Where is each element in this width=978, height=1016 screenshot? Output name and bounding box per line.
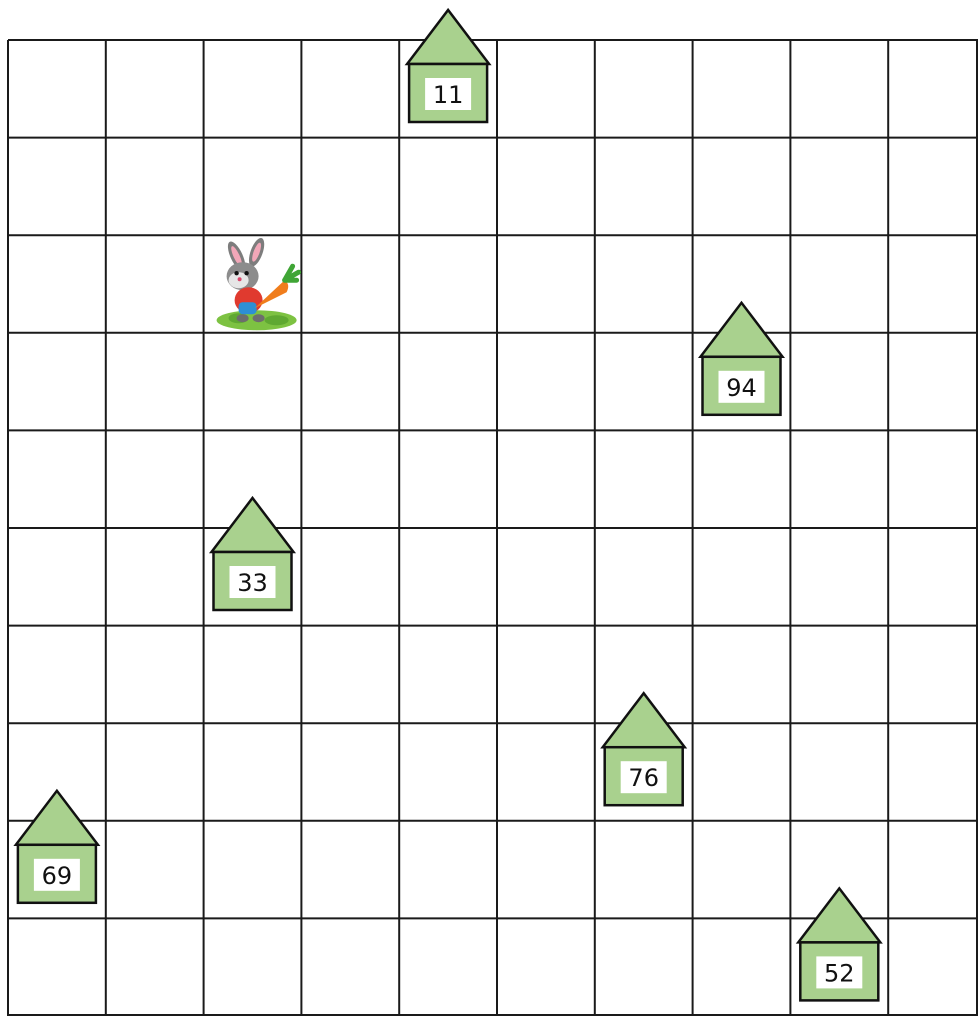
grid-cell[interactable] xyxy=(888,918,978,1016)
grid-cell[interactable] xyxy=(8,40,106,138)
grid-cell[interactable] xyxy=(497,821,595,919)
grid-cell[interactable] xyxy=(595,235,693,333)
grid-cell[interactable] xyxy=(595,918,693,1016)
grid-cell[interactable] xyxy=(693,528,791,626)
grid-cell[interactable] xyxy=(497,333,595,431)
grid-cell[interactable] xyxy=(399,918,497,1016)
grid-cell[interactable] xyxy=(399,723,497,821)
grid-cell[interactable] xyxy=(693,918,791,1016)
grid-cell[interactable] xyxy=(301,430,399,528)
grid-cell[interactable] xyxy=(399,528,497,626)
grid-cell[interactable] xyxy=(595,333,693,431)
grid-cell[interactable] xyxy=(106,918,204,1016)
house-number: 94 xyxy=(726,374,757,402)
house-number: 11 xyxy=(433,81,464,109)
grid-cell[interactable] xyxy=(399,138,497,236)
grid-cell[interactable] xyxy=(301,723,399,821)
grid-cell[interactable] xyxy=(301,821,399,919)
house-number: 52 xyxy=(824,959,855,987)
grid-cell[interactable] xyxy=(497,430,595,528)
grid-cell[interactable] xyxy=(888,138,978,236)
grid-cell[interactable] xyxy=(497,918,595,1016)
grid-cell[interactable] xyxy=(8,138,106,236)
grid-cell[interactable] xyxy=(8,528,106,626)
grid-cell[interactable] xyxy=(204,723,302,821)
grid-cell[interactable] xyxy=(301,138,399,236)
grid-cell[interactable] xyxy=(888,626,978,724)
grid-cell[interactable] xyxy=(888,333,978,431)
house-number: 76 xyxy=(628,764,659,792)
grid-cell[interactable] xyxy=(8,626,106,724)
grid-cell[interactable] xyxy=(888,235,978,333)
grid-cell[interactable] xyxy=(790,528,888,626)
house-number: 33 xyxy=(237,569,268,597)
grid-cell[interactable] xyxy=(497,235,595,333)
grid-cell[interactable] xyxy=(693,723,791,821)
grid-cell[interactable] xyxy=(693,138,791,236)
grid-cell[interactable] xyxy=(790,430,888,528)
grid-cell[interactable] xyxy=(693,626,791,724)
grid-cell[interactable] xyxy=(595,430,693,528)
grid-cell[interactable] xyxy=(497,528,595,626)
grid-cell[interactable] xyxy=(497,626,595,724)
grid-cell[interactable] xyxy=(790,333,888,431)
grid-cell[interactable] xyxy=(204,821,302,919)
grid-cell[interactable] xyxy=(888,723,978,821)
grid-cell[interactable] xyxy=(301,528,399,626)
grid-cell[interactable] xyxy=(301,235,399,333)
grid-cell[interactable] xyxy=(693,40,791,138)
grid-cell[interactable] xyxy=(106,235,204,333)
grid-cell[interactable] xyxy=(888,821,978,919)
grid-cell[interactable] xyxy=(399,235,497,333)
grid-cell[interactable] xyxy=(8,430,106,528)
grid-cell[interactable] xyxy=(204,626,302,724)
grid-cell[interactable] xyxy=(204,40,302,138)
grid-cell[interactable] xyxy=(106,333,204,431)
grid-cell[interactable] xyxy=(790,40,888,138)
grid-cell[interactable] xyxy=(595,528,693,626)
grid-cell[interactable] xyxy=(204,138,302,236)
grid-cell[interactable] xyxy=(399,821,497,919)
grid-cell[interactable] xyxy=(790,723,888,821)
grid-cell[interactable] xyxy=(595,821,693,919)
grid-cell[interactable] xyxy=(106,430,204,528)
house[interactable]: 11 xyxy=(407,10,489,122)
grid-cell[interactable] xyxy=(693,821,791,919)
grid-cell[interactable] xyxy=(301,626,399,724)
grid-cell[interactable] xyxy=(106,821,204,919)
grid-cell[interactable] xyxy=(399,430,497,528)
grid-cell[interactable] xyxy=(790,235,888,333)
grid-cell[interactable] xyxy=(301,40,399,138)
grid-cell[interactable] xyxy=(399,333,497,431)
grid-cell[interactable] xyxy=(204,333,302,431)
grid-cell[interactable] xyxy=(888,528,978,626)
grid-cell[interactable] xyxy=(8,235,106,333)
grid-cell[interactable] xyxy=(8,918,106,1016)
grid-cell[interactable] xyxy=(301,918,399,1016)
grid-cell[interactable] xyxy=(497,138,595,236)
grid-cell[interactable] xyxy=(106,723,204,821)
grid-cell[interactable] xyxy=(888,40,978,138)
grid-cell[interactable] xyxy=(790,626,888,724)
grid-cell[interactable] xyxy=(106,40,204,138)
grid-cell[interactable] xyxy=(888,430,978,528)
grid-cell[interactable] xyxy=(301,333,399,431)
grid-cell[interactable] xyxy=(497,723,595,821)
grid-cell[interactable] xyxy=(8,333,106,431)
grid-cell[interactable] xyxy=(106,626,204,724)
grid-cell[interactable] xyxy=(106,528,204,626)
grid-cell[interactable] xyxy=(595,138,693,236)
grid-cell[interactable] xyxy=(595,40,693,138)
grid-cell[interactable] xyxy=(204,918,302,1016)
grid-cell[interactable] xyxy=(399,626,497,724)
grid-cell[interactable] xyxy=(790,138,888,236)
grid-cell[interactable] xyxy=(106,138,204,236)
grid-cell[interactable] xyxy=(693,430,791,528)
house-number: 69 xyxy=(42,862,73,890)
grid-cell[interactable] xyxy=(497,40,595,138)
grid-cells xyxy=(8,40,978,1016)
house-roof xyxy=(407,10,489,64)
